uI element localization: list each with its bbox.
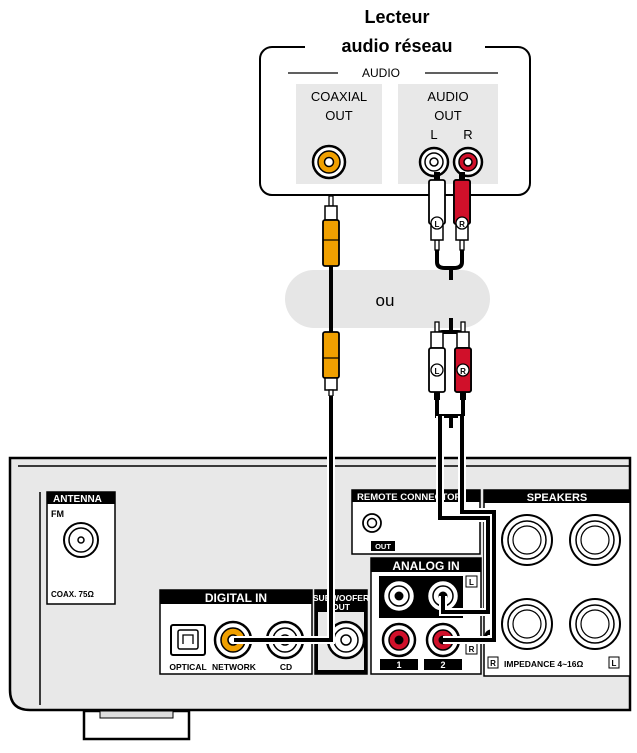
speaker-terminal-top-right (569, 514, 621, 566)
optical-jack (170, 624, 206, 656)
speaker-terminal-top-left (501, 514, 553, 566)
subwoofer-label-line1: SUBWOOFER (313, 593, 369, 603)
audio-out-left-label: L (430, 127, 437, 142)
cd-label: CD (280, 662, 292, 672)
analog-in-left-badge: L (469, 578, 474, 587)
coaxial-label-line2: OUT (325, 108, 353, 123)
subwoofer-section: SUBWOOFER OUT (313, 589, 369, 675)
remote-connector-label: REMOTE CONNECTOR (357, 492, 461, 503)
fm-antenna-jack (63, 522, 99, 558)
rca-plug-right-top (453, 171, 471, 251)
network-audio-player: Lecteur audio réseau AUDIO COAXIAL OUT A… (259, 7, 531, 196)
plug-badge-left-bottom: L (435, 367, 440, 376)
player-title-backdrop (305, 36, 485, 58)
speakers-right-badge: R (490, 659, 496, 668)
speakers-label: SPEAKERS (527, 492, 588, 504)
audio-out-left-jack (418, 146, 450, 178)
optical-label: OPTICAL (169, 662, 206, 672)
audio-out-right-jack (452, 146, 484, 178)
subwoofer-label-line2: OUT (332, 602, 351, 612)
fm-label: FM (51, 509, 64, 519)
impedance-label: IMPEDANCE 4~16Ω (504, 659, 584, 669)
coaxial-label-line1: COAXIAL (311, 89, 367, 104)
coaxial-plug-bottom (322, 331, 340, 397)
analog-in-1-left-jack (381, 578, 417, 614)
or-label: ou (376, 291, 395, 310)
plug-badges: L R L R (430, 216, 470, 377)
plug-badge-right-bottom: R (460, 367, 466, 376)
analog-in-section: ANALOG IN L R 1 2 (370, 557, 482, 675)
coaxial-cable-run (234, 396, 335, 644)
speakers-left-badge: L (612, 659, 617, 668)
analog-in-1-label: 1 (396, 660, 401, 670)
or-bubble: ou (285, 270, 490, 328)
network-label: NETWORK (212, 662, 257, 672)
plug-badge-right-top: R (459, 220, 465, 229)
coax-impedance-label: COAX. 75Ω (51, 590, 94, 599)
analog-in-1-right-jack (381, 622, 417, 658)
coaxial-out-jack (311, 144, 347, 180)
audio-group-label: AUDIO (362, 66, 400, 80)
audio-out-right-label: R (463, 127, 472, 142)
plug-badge-left-top: L (435, 220, 440, 229)
analog-in-2-label: 2 (440, 660, 445, 670)
speaker-terminal-bottom-right (569, 598, 621, 650)
coaxial-plug-top (322, 195, 340, 267)
rca-plug-right-bottom (454, 321, 472, 401)
analog-in-label: ANALOG IN (392, 559, 459, 573)
player-title-line1: Lecteur (364, 7, 429, 27)
antenna-label: ANTENNA (53, 494, 102, 505)
player-title-line2: audio réseau (341, 36, 452, 56)
analog-in-right-badge: R (469, 645, 475, 654)
audio-out-label-line2: OUT (434, 108, 462, 123)
rca-cable-runs (436, 416, 498, 644)
remote-out-label: OUT (375, 542, 391, 551)
digital-in-label: DIGITAL IN (205, 591, 267, 605)
digital-in-section: DIGITAL IN OPTICAL NETWORK CD (159, 589, 313, 675)
remote-out-jack (362, 513, 382, 533)
rca-plug-left-bottom (428, 321, 446, 401)
speaker-terminal-bottom-left (501, 598, 553, 650)
antenna-section: ANTENNA FM COAX. 75Ω (46, 491, 116, 605)
rca-plug-left-top (428, 171, 446, 251)
speakers-section: SPEAKERS R (483, 489, 631, 677)
audio-out-label-line1: AUDIO (427, 89, 468, 104)
